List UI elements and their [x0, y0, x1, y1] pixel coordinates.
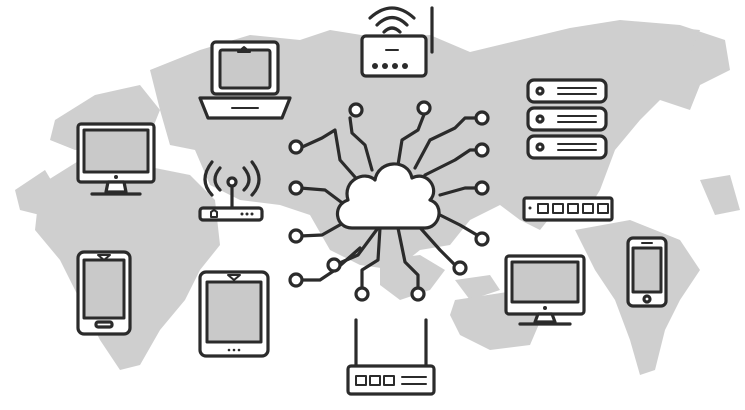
dual-antenna-router-icon: [346, 318, 436, 396]
laptop-icon: [198, 40, 292, 120]
circuit-nodes: [288, 100, 490, 302]
ipad-icon: [198, 270, 270, 358]
network-switch-icon: [522, 196, 614, 222]
tablet-icon: [76, 250, 132, 336]
server-rack-icon: [526, 78, 608, 160]
smartphone-icon: [626, 236, 668, 308]
cloud-icon: [336, 162, 441, 230]
imac-icon: [504, 254, 586, 326]
desktop-monitor-icon: [76, 122, 156, 196]
wifi-router-icon: [360, 6, 434, 78]
hotspot-router-icon: [198, 160, 264, 222]
circuit-connections: [298, 110, 484, 292]
